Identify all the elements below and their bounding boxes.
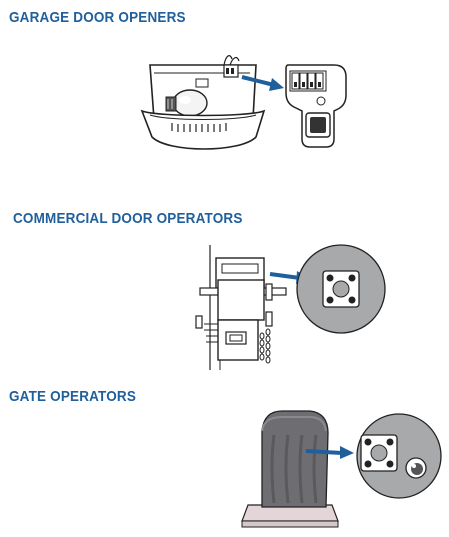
commercial-operator-illustration — [195, 244, 386, 370]
garage-door-opener-illustration — [140, 55, 347, 150]
gate-operator-illustration — [241, 410, 442, 528]
section-heading-commercial-door-operators: COMMERCIAL DOOR OPERATORS — [13, 210, 243, 227]
section-heading-garage-door-openers: GARAGE DOOR OPENERS — [9, 9, 186, 26]
section-heading-gate-operators: GATE OPERATORS — [9, 388, 137, 405]
